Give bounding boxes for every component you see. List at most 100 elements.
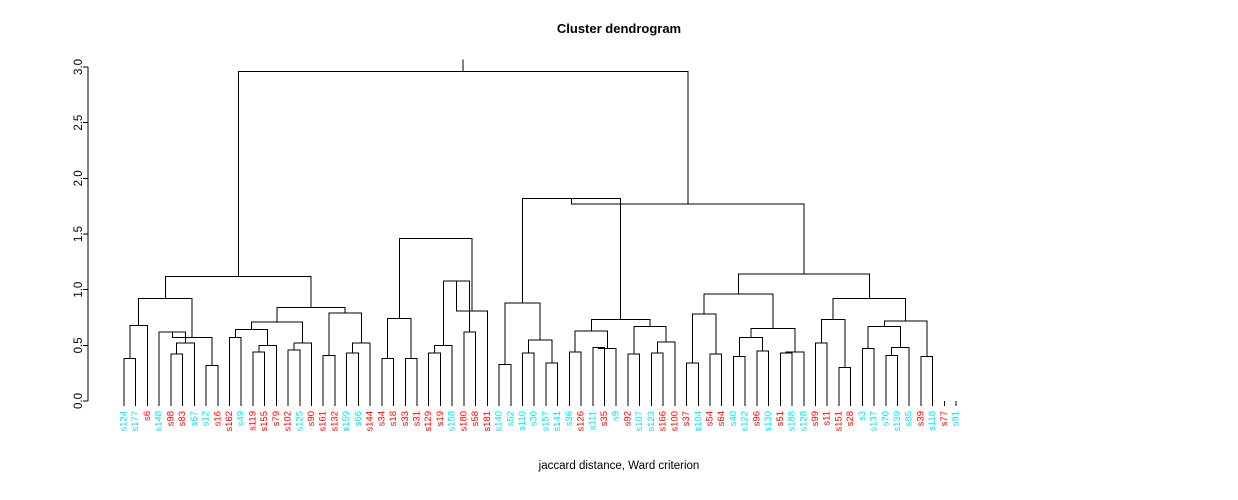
leaf-label: s11: [822, 411, 833, 426]
dendrogram-branch: [590, 319, 651, 331]
leaf-label: s124: [119, 411, 130, 432]
dendrogram-branch: [785, 351, 805, 401]
leaf-label: s37: [681, 411, 692, 426]
leaf-label: s3: [857, 411, 868, 421]
leaf-label: s158: [447, 411, 458, 432]
dendrogram-branch: [381, 358, 395, 401]
leaf-label: s107: [634, 411, 645, 432]
dendrogram-branch: [779, 352, 793, 401]
leaf-label: s132: [329, 411, 340, 432]
leaf-label: s16: [212, 411, 223, 426]
dendrogram-branch: [250, 321, 304, 344]
dendrogram-branch: [738, 337, 764, 357]
x-axis-label: jaccard distance, Ward criterion: [538, 460, 700, 472]
leaf-label: s123: [646, 411, 657, 432]
leaf-label: s85: [904, 411, 915, 426]
leaf-label: s18: [388, 411, 399, 426]
leaf-label: s54: [705, 411, 716, 426]
dendrogram-branch: [814, 342, 828, 401]
leaf-label: s70: [880, 411, 891, 426]
leaf-label: s79: [271, 411, 282, 426]
y-axis-tick-label: 1.5: [73, 226, 85, 242]
leaf-label: s159: [341, 411, 352, 432]
leaf-label: s144: [365, 411, 376, 432]
dendrogram-branch: [252, 351, 266, 401]
leaf-label: s128: [798, 411, 809, 432]
leaf-label: s140: [494, 411, 505, 432]
leaf-label: s180: [458, 411, 469, 432]
y-axis: 0.00.51.01.52.02.53.0: [73, 59, 89, 409]
dendrogram-branch: [521, 352, 535, 401]
leaf-label: s90: [306, 411, 317, 426]
leaf-label: s141: [552, 411, 563, 432]
leaf-label: s34: [376, 411, 387, 426]
leaf-label: s148: [154, 411, 165, 432]
dendrogram-branch: [838, 367, 852, 401]
dendrogram-branch: [158, 331, 187, 401]
dendrogram-branch: [234, 329, 269, 346]
dendrogram-branch: [398, 237, 473, 319]
leaf-label: s77: [939, 411, 950, 426]
dendrogram-branch: [691, 313, 717, 364]
leaf-label: s100: [669, 411, 680, 432]
leaf-label: s30: [529, 411, 540, 426]
dendrogram-branch: [322, 354, 336, 401]
dendrogram-branch: [521, 197, 622, 320]
page-title: Cluster dendrogram: [557, 21, 681, 36]
leaf-label: s31: [412, 411, 423, 426]
dendrogram-branch: [820, 319, 846, 368]
leaf-label: s49: [236, 411, 247, 426]
leaf-label: s118: [927, 411, 938, 431]
dendrogram-branch: [176, 342, 195, 401]
dendrogram-branch: [258, 344, 277, 401]
dendrogram-branch: [920, 355, 934, 401]
leaf-label: s83: [177, 411, 188, 426]
leaf-label: s161: [318, 411, 329, 432]
y-axis-tick-label: 1.0: [73, 282, 85, 298]
leaf-label: s162: [224, 411, 235, 432]
leaf-label: s125: [294, 411, 305, 432]
leaf-label: s19: [435, 411, 446, 426]
dendrogram-branch: [352, 342, 371, 401]
leaf-label: s129: [423, 411, 434, 432]
leaf-label: s130: [763, 411, 774, 432]
dendrogram-branch: [598, 347, 617, 401]
leaf-tick-marks: [123, 401, 957, 406]
leaf-label: s92: [622, 411, 633, 426]
dendrogram-branch: [346, 352, 359, 401]
dendrogram-branch: [867, 325, 901, 349]
dendrogram-branch: [650, 352, 664, 401]
leaf-label: s126: [576, 411, 587, 432]
leaf-label: s104: [693, 411, 704, 432]
dendrogram-branch: [129, 324, 148, 401]
leaf-label: s157: [540, 411, 551, 432]
dendrogram-branch: [404, 358, 418, 401]
leaf-label: s99: [810, 411, 821, 426]
leaf-label: s35: [599, 411, 610, 426]
leaf-label: s102: [283, 411, 294, 432]
dendrogram-branch: [387, 318, 412, 359]
dendrogram-branch: [732, 355, 746, 401]
leaf-label: s51: [775, 411, 786, 426]
leaf-label: s6: [142, 411, 153, 421]
dendrogram-branch: [276, 306, 346, 322]
leaf-label: s39: [915, 411, 926, 426]
dendrogram-branch: [656, 341, 676, 401]
dendrogram-branch: [170, 353, 184, 401]
leaf-label: s96: [751, 411, 762, 426]
leaf-label: s188: [787, 411, 798, 432]
dendrogram-branch: [228, 337, 242, 401]
dendrogram-branch: [205, 364, 219, 401]
y-axis-tick-label: 2.0: [73, 170, 85, 186]
leaf-label: s111: [587, 411, 598, 430]
dendrogram-branch: [627, 353, 641, 401]
leaf-label: s110: [517, 411, 528, 431]
dendrogram-branch: [498, 363, 512, 401]
dendrogram-branch: [123, 358, 137, 401]
leaf-label: s66: [353, 411, 364, 426]
leaf-label: s12: [201, 411, 212, 426]
dendrogram-branch: [545, 362, 559, 401]
dendrogram-branch: [633, 325, 667, 355]
